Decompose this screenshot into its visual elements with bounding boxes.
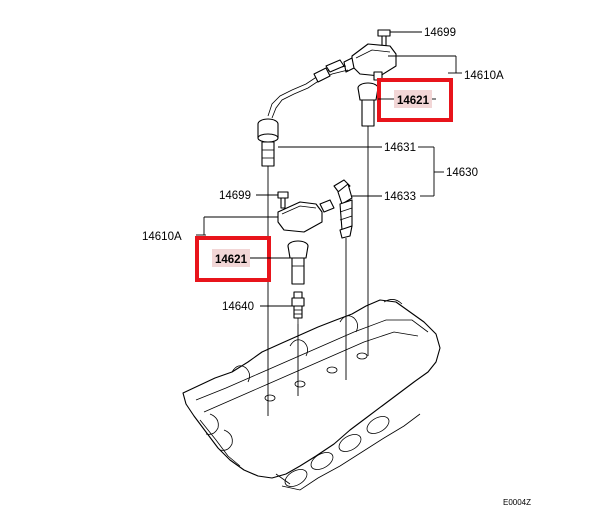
- label-bolt-top: 14699: [424, 27, 456, 39]
- spark-plug: [291, 291, 305, 324]
- bolt-top: [377, 29, 391, 47]
- label-coil-mid: 14610A: [142, 231, 182, 243]
- label-cable-upper: 14631: [384, 142, 416, 154]
- label-bolt-mid: 14699: [219, 190, 251, 202]
- label-boot-top: 14621: [397, 95, 430, 107]
- boot-mid: [287, 240, 309, 285]
- label-spark-plug: 14640: [222, 301, 254, 313]
- lead-connector: [313, 59, 345, 83]
- plug-cable-boot: [257, 118, 279, 167]
- ignition-coil-mid: [277, 199, 335, 233]
- plug-cable-lower: [333, 179, 353, 239]
- highlight-fill-top: [394, 90, 432, 108]
- diagram-code: E0004Z: [503, 498, 531, 507]
- highlight-box-mid: [195, 236, 271, 282]
- label-cable-assembly: 14630: [446, 167, 478, 179]
- highlight-box-top: [377, 78, 453, 122]
- cylinder-head: [182, 299, 441, 491]
- highlight-fill-mid: [212, 249, 250, 267]
- label-coil-top: 14610A: [464, 70, 504, 82]
- label-boot-mid: 14621: [215, 254, 248, 266]
- boot-top: [357, 82, 379, 127]
- label-cable-lower: 14633: [384, 191, 416, 203]
- bolt-mid: [277, 191, 289, 209]
- ignition-coil-top: [343, 43, 397, 81]
